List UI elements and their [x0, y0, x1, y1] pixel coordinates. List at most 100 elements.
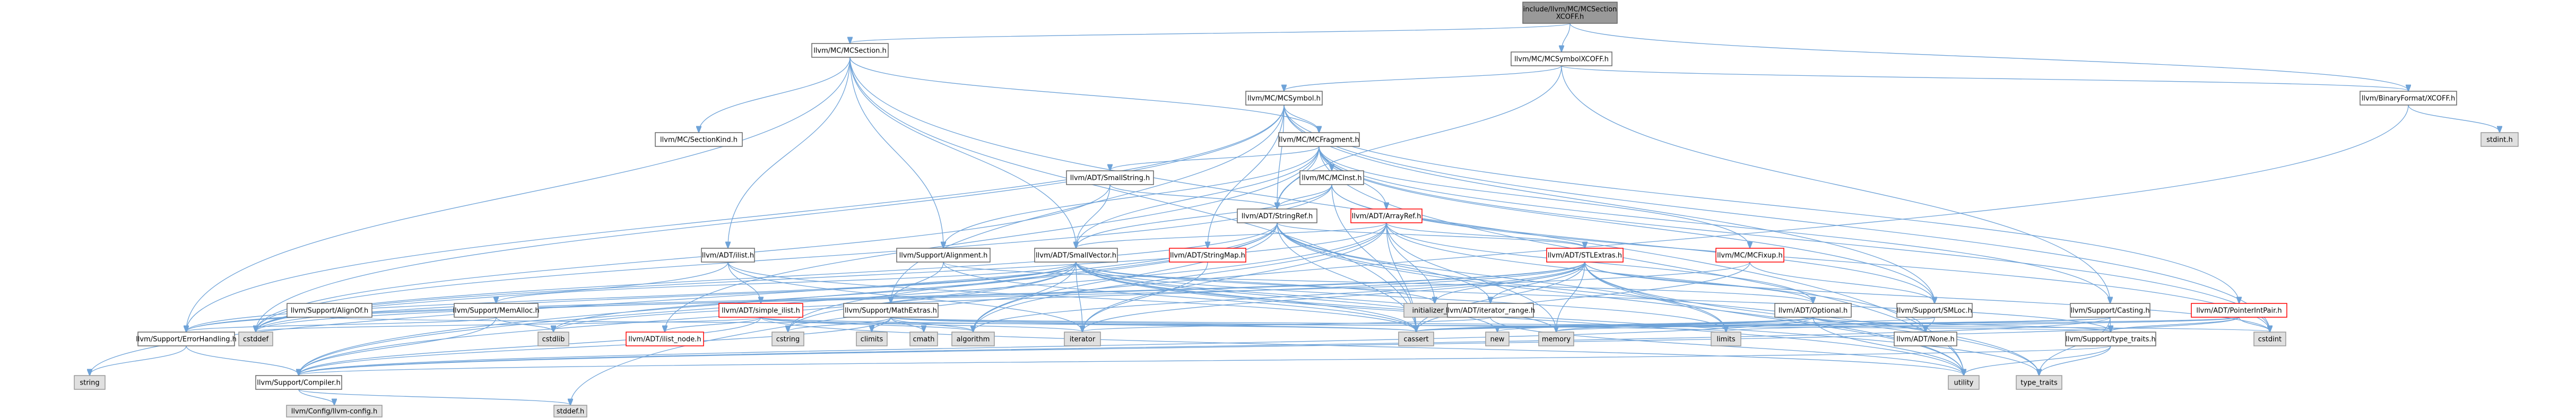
node-mcsection[interactable]: llvm/MC/MCSection.h [811, 43, 889, 58]
edge-mcfragment-to-stringref [1277, 146, 1320, 208]
node-smallstring[interactable]: llvm/ADT/SmallString.h [1066, 170, 1154, 185]
edge-arrayref-to-none [1386, 222, 1926, 332]
node-box-smallvector [1034, 248, 1118, 263]
node-climits: climits [856, 332, 888, 346]
node-box-mcfragment [1278, 132, 1360, 147]
node-cmath: cmath [909, 332, 938, 346]
edge-stlextras-to-cstddef [256, 262, 1585, 332]
node-none[interactable]: llvm/ADT/None.h [1894, 332, 1957, 346]
node-arrayref[interactable]: llvm/ADT/ArrayRef.h [1350, 208, 1423, 223]
edge-smallvector-to-memalloc [496, 262, 1077, 303]
node-memory: memory [1538, 332, 1574, 346]
node-llvmconfig: llvm/Config/llvm-config.h [286, 405, 383, 417]
node-box-mcsymbol [1245, 91, 1323, 106]
node-label-stringmap: llvm/ADT/StringMap.h [1170, 252, 1245, 260]
node-label-root: XCOFF.h [1556, 13, 1584, 21]
edge-casting-to-memory [1556, 317, 2111, 332]
node-mcfixup[interactable]: llvm/MC/MCFixup.h [1715, 248, 1784, 263]
node-label-stddef: stddef.h [557, 408, 584, 416]
node-label-pointerintpair: llvm/ADT/PointerIntPair.h [2196, 307, 2282, 315]
edge-stlextras-to-utility [1584, 262, 1964, 375]
node-new: new [1485, 332, 1510, 346]
node-box-mcinst [1299, 170, 1364, 185]
node-mcsymbol[interactable]: llvm/MC/MCSymbol.h [1245, 91, 1323, 106]
node-casting[interactable]: llvm/Support/Casting.h [2070, 303, 2150, 318]
node-alignment[interactable]: llvm/Support/Alignment.h [896, 248, 991, 263]
edge-simpleilist-to-algorithm [760, 317, 973, 332]
edge-root-to-mcsymbolxcoff [1562, 23, 1571, 51]
node-ilistnode[interactable]: llvm/ADT/ilist_node.h [626, 332, 704, 346]
node-label-algorithm: algorithm [957, 336, 990, 344]
edge-mcfixup-to-errorhandling [186, 262, 1750, 332]
edge-optional-to-utility [1812, 317, 1964, 375]
edge-binaryformat-to-stdinth [2408, 104, 2500, 132]
node-label-stdinth: stdint.h [2486, 136, 2512, 144]
node-memalloc[interactable]: llvm/Support/MemAlloc.h [453, 303, 540, 318]
node-smallvector[interactable]: llvm/ADT/SmallVector.h [1034, 248, 1118, 263]
node-box-memalloc [454, 303, 539, 318]
node-label-mcfragment: llvm/MC/MCFragment.h [1279, 136, 1359, 144]
node-ilist[interactable]: llvm/ADT/ilist.h [701, 248, 755, 263]
edge-mcfragment-to-smallstring [1110, 146, 1320, 170]
node-optional[interactable]: llvm/ADT/Optional.h [1774, 303, 1852, 318]
node-label-simpleilist: llvm/ADT/simple_ilist.h [722, 307, 800, 315]
edge-simpleilist-to-cstddef [256, 317, 761, 332]
node-box-mcfixup [1715, 248, 1784, 263]
node-mcsymbolxcoff[interactable]: llvm/MC/MCSymbolXCOFF.h [1511, 51, 1612, 66]
node-mathextras[interactable]: llvm/Support/MathExtras.h [843, 303, 939, 318]
edge-simpleilist-to-compiler [299, 317, 761, 375]
node-smloc[interactable]: llvm/Support/SMLoc.h [1896, 303, 1973, 318]
node-box-simpleilist [718, 303, 803, 318]
edge-typetraitsh-to-compiler [299, 345, 2111, 375]
node-iteratorrange[interactable]: llvm/ADT/iterator_range.h [1446, 303, 1535, 318]
node-label-typetraitsh: llvm/Support/type_traits.h [2066, 336, 2156, 344]
node-stlextras[interactable]: llvm/ADT/STLExtras.h [1546, 248, 1624, 263]
edge-stringmap-to-iterator [1082, 262, 1208, 332]
edge-stringref-to-cstring [788, 222, 1278, 332]
edge-stlextras-to-iteratorrange [1490, 262, 1585, 303]
node-label-binaryformat: llvm/BinaryFormat/XCOFF.h [2362, 95, 2455, 103]
node-box-smloc [1896, 303, 1973, 318]
edge-mcsymbol-to-smloc [1283, 104, 1935, 303]
edge-optional-to-none [1812, 317, 1926, 332]
node-pointerintpair[interactable]: llvm/ADT/PointerIntPair.h [2191, 303, 2287, 318]
node-box-cstring [771, 332, 804, 346]
node-label-alignof: llvm/Support/AlignOf.h [291, 307, 369, 315]
node-label-cstdint: cstdint [2258, 336, 2282, 344]
node-label-none: llvm/ADT/None.h [1896, 336, 1954, 344]
node-mcfragment[interactable]: llvm/MC/MCFragment.h [1278, 132, 1360, 147]
edge-stlextras-to-algorithm [973, 262, 1585, 332]
edge-mcsection-to-alignment [849, 57, 943, 248]
edge-smallvector-to-typetraitsh [1075, 262, 2111, 332]
node-typetraitsh[interactable]: llvm/Support/type_traits.h [2065, 332, 2156, 346]
edge-iteratorrange-to-iterator [1082, 317, 1491, 332]
edge-pointerintpair-to-limits [1726, 317, 2240, 332]
edge-mcsymbol-to-stringref [1277, 104, 1285, 208]
node-string: string [74, 375, 106, 390]
node-box-algorithm [951, 332, 995, 346]
node-stringmap[interactable]: llvm/ADT/StringMap.h [1169, 248, 1246, 263]
edge-smallvector-to-initializerlist [1075, 262, 1435, 303]
node-label-smallvector: llvm/ADT/SmallVector.h [1036, 252, 1116, 260]
edge-mathextras-to-cstring [788, 317, 891, 332]
edge-ilist-to-simpleilist [727, 262, 761, 303]
node-mcinst[interactable]: llvm/MC/MCInst.h [1299, 170, 1364, 185]
edge-stlextras-to-memory [1556, 262, 1585, 332]
edge-arrayref-to-optional [1386, 222, 1813, 303]
node-alignof[interactable]: llvm/Support/AlignOf.h [287, 303, 372, 318]
node-stringref[interactable]: llvm/ADT/StringRef.h [1237, 208, 1317, 223]
node-compiler[interactable]: llvm/Support/Compiler.h [255, 375, 342, 390]
node-label-limits: limits [1716, 336, 1736, 344]
node-simpleilist[interactable]: llvm/ADT/simple_ilist.h [718, 303, 803, 318]
edge-casting-to-compiler [299, 317, 2111, 375]
node-sectionkind[interactable]: llvm/MC/SectionKind.h [655, 132, 743, 147]
node-label-arrayref: llvm/ADT/ArrayRef.h [1352, 213, 1421, 221]
node-label-mcsymbolxcoff: llvm/MC/MCSymbolXCOFF.h [1514, 56, 1609, 64]
edge-memalloc-to-errorhandling [186, 317, 497, 332]
node-binaryformat[interactable]: llvm/BinaryFormat/XCOFF.h [2360, 91, 2457, 106]
edge-stringref-to-string [90, 222, 1278, 375]
node-box-iterator [1064, 332, 1101, 346]
node-errorhandling[interactable]: llvm/Support/ErrorHandling.h [136, 332, 237, 346]
